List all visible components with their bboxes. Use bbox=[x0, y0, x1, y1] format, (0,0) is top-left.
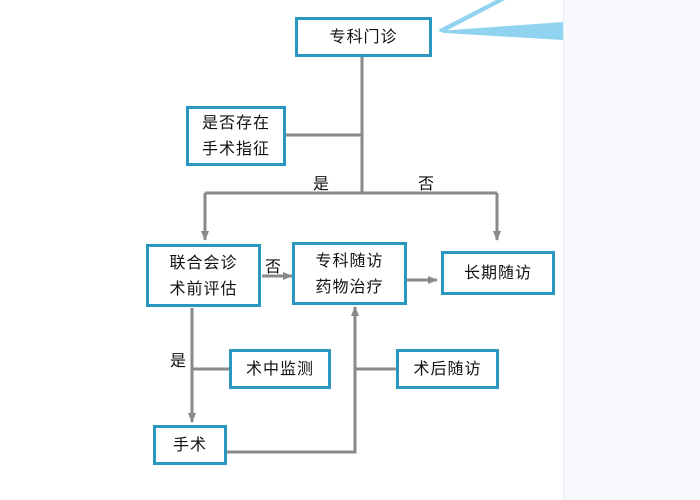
connector-surgery-to-followup bbox=[227, 306, 359, 454]
node-label-line2: 手术指征 bbox=[201, 139, 270, 158]
node-label-line2: 药物治疗 bbox=[315, 276, 384, 296]
node-specialty-followup: 专科随访 药物治疗 bbox=[292, 242, 407, 305]
node-label: 专科门诊 bbox=[329, 27, 398, 46]
edge-label-no-top: 否 bbox=[418, 174, 435, 193]
node-label: 长期随访 bbox=[463, 263, 532, 282]
accent-stripe-upper bbox=[438, 0, 505, 32]
edge-label-yes-left: 是 bbox=[170, 351, 187, 370]
accent-stripe-lower bbox=[438, 22, 563, 40]
edge-label-no-mid: 否 bbox=[265, 257, 282, 276]
node-label-line1: 联合会诊 bbox=[169, 252, 238, 272]
edge-label-yes-top: 是 bbox=[313, 174, 330, 193]
node-label: 手术 bbox=[172, 435, 207, 454]
node-label-line1: 是否存在 bbox=[201, 113, 270, 132]
node-joint-consultation: 联合会诊 术前评估 bbox=[146, 244, 261, 307]
node-long-term-followup: 长期随访 bbox=[441, 251, 555, 295]
node-label-line1: 专科随访 bbox=[315, 250, 384, 270]
node-label: 术后随访 bbox=[413, 359, 482, 378]
node-intraop-monitoring: 术中监测 bbox=[229, 349, 331, 389]
node-label-line2: 术前评估 bbox=[169, 278, 238, 298]
node-surgery: 手术 bbox=[153, 425, 227, 465]
node-surgical-indication: 是否存在 手术指征 bbox=[186, 106, 286, 166]
node-specialty-clinic: 专科门诊 bbox=[295, 17, 432, 57]
node-label: 术中监测 bbox=[245, 359, 314, 378]
right-side-panel bbox=[563, 0, 700, 500]
node-postop-followup: 术后随访 bbox=[396, 349, 499, 389]
